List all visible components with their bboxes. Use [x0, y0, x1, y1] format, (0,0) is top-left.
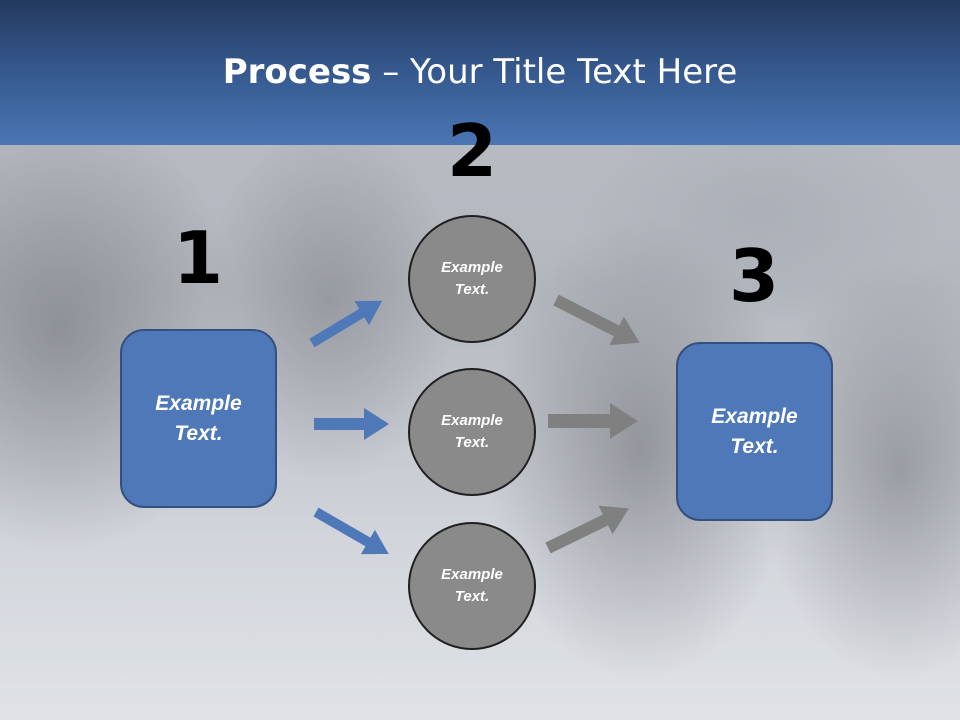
arrow-1-to-middle — [314, 408, 389, 440]
step-number-2: 2 — [446, 109, 498, 193]
title-bold: Process — [222, 52, 372, 92]
circle-middle: Example Text. — [408, 368, 536, 496]
step-1-text-line2: Text. — [174, 421, 223, 445]
step-number-3: 3 — [728, 234, 780, 318]
step-3-text-line1: Example — [711, 405, 798, 429]
blue-arrows — [309, 300, 389, 555]
gray-arrows — [545, 294, 640, 554]
step-3-text-line2: Text. — [730, 434, 779, 458]
step-1-box: Example Text. — [120, 329, 277, 508]
arrow-middle-to-3 — [548, 403, 638, 439]
title-rest: – Your Title Text Here — [371, 52, 738, 92]
slide-title: Process – Your Title Text Here — [0, 52, 960, 92]
step-number-1: 1 — [172, 216, 224, 300]
title-banner — [0, 0, 960, 145]
circle-top-line1: Example — [441, 258, 503, 276]
arrow-1-to-top — [309, 300, 383, 348]
circle-bottom: Example Text. — [408, 522, 536, 650]
circle-bottom-line1: Example — [441, 565, 503, 583]
circle-top: Example Text. — [408, 215, 536, 343]
step-1-text-line1: Example — [155, 392, 242, 416]
step-3-box: Example Text. — [676, 342, 833, 521]
circle-middle-line1: Example — [441, 411, 503, 429]
arrow-top-to-3 — [553, 294, 640, 346]
arrow-bottom-to-3 — [545, 505, 629, 554]
circle-middle-line2: Text. — [454, 434, 490, 451]
arrow-1-to-bottom — [313, 507, 389, 555]
circle-top-line2: Text. — [454, 281, 490, 298]
circle-bottom-line2: Text. — [454, 588, 490, 605]
